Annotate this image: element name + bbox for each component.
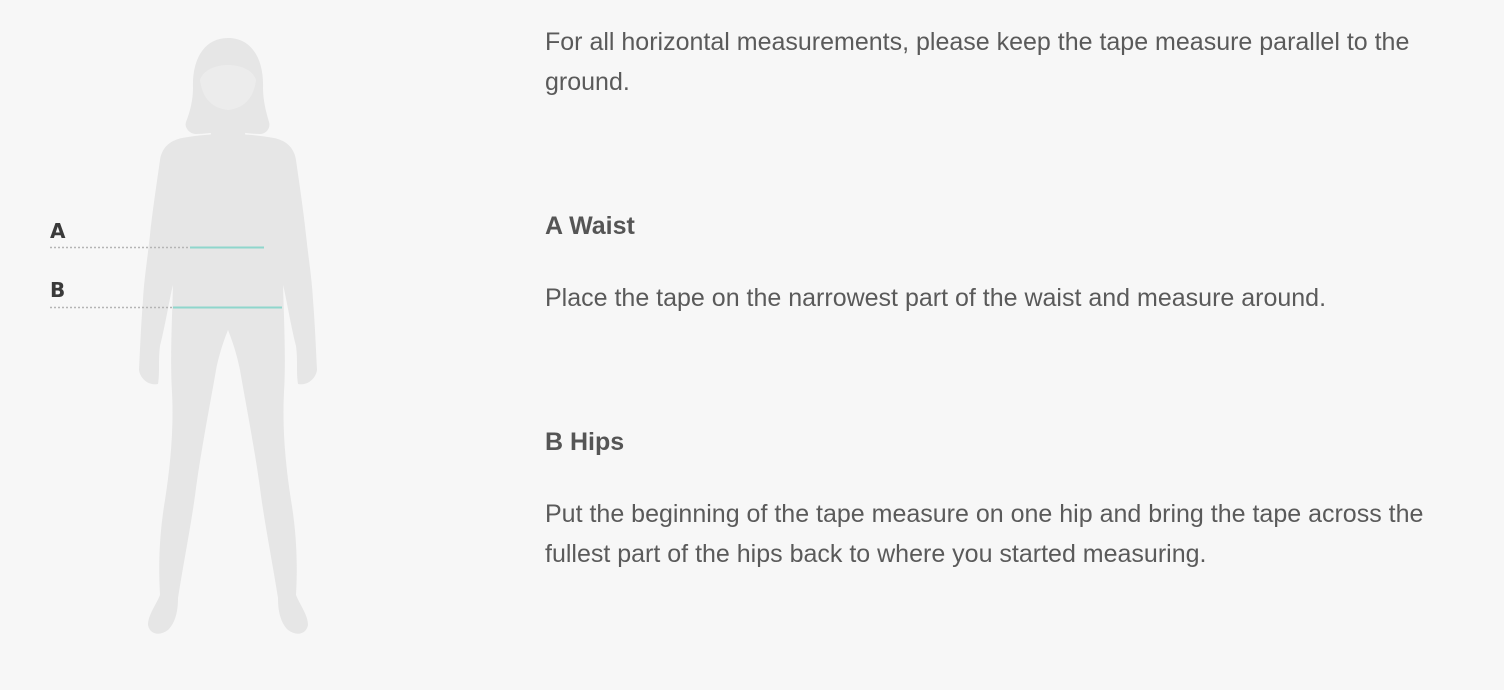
marker-b-label: B xyxy=(50,278,65,302)
marker-b-hips: B xyxy=(50,278,282,309)
marker-a-label: A xyxy=(50,219,66,243)
face-shape xyxy=(200,65,256,110)
body-figure-panel: A B xyxy=(0,0,500,690)
hips-instructions: Put the beginning of the tape measure on… xyxy=(545,500,1424,568)
waist-instructions: Place the tape on the narrowest part of … xyxy=(545,284,1327,312)
waist-heading: A Waist xyxy=(545,212,635,240)
hips-heading: B Hips xyxy=(545,428,625,456)
female-silhouette xyxy=(139,38,317,634)
marker-a-waist: A xyxy=(50,219,264,249)
intro-text: For all horizontal measurements, please … xyxy=(545,28,1410,96)
body-silhouette-illustration: A B xyxy=(50,38,317,634)
